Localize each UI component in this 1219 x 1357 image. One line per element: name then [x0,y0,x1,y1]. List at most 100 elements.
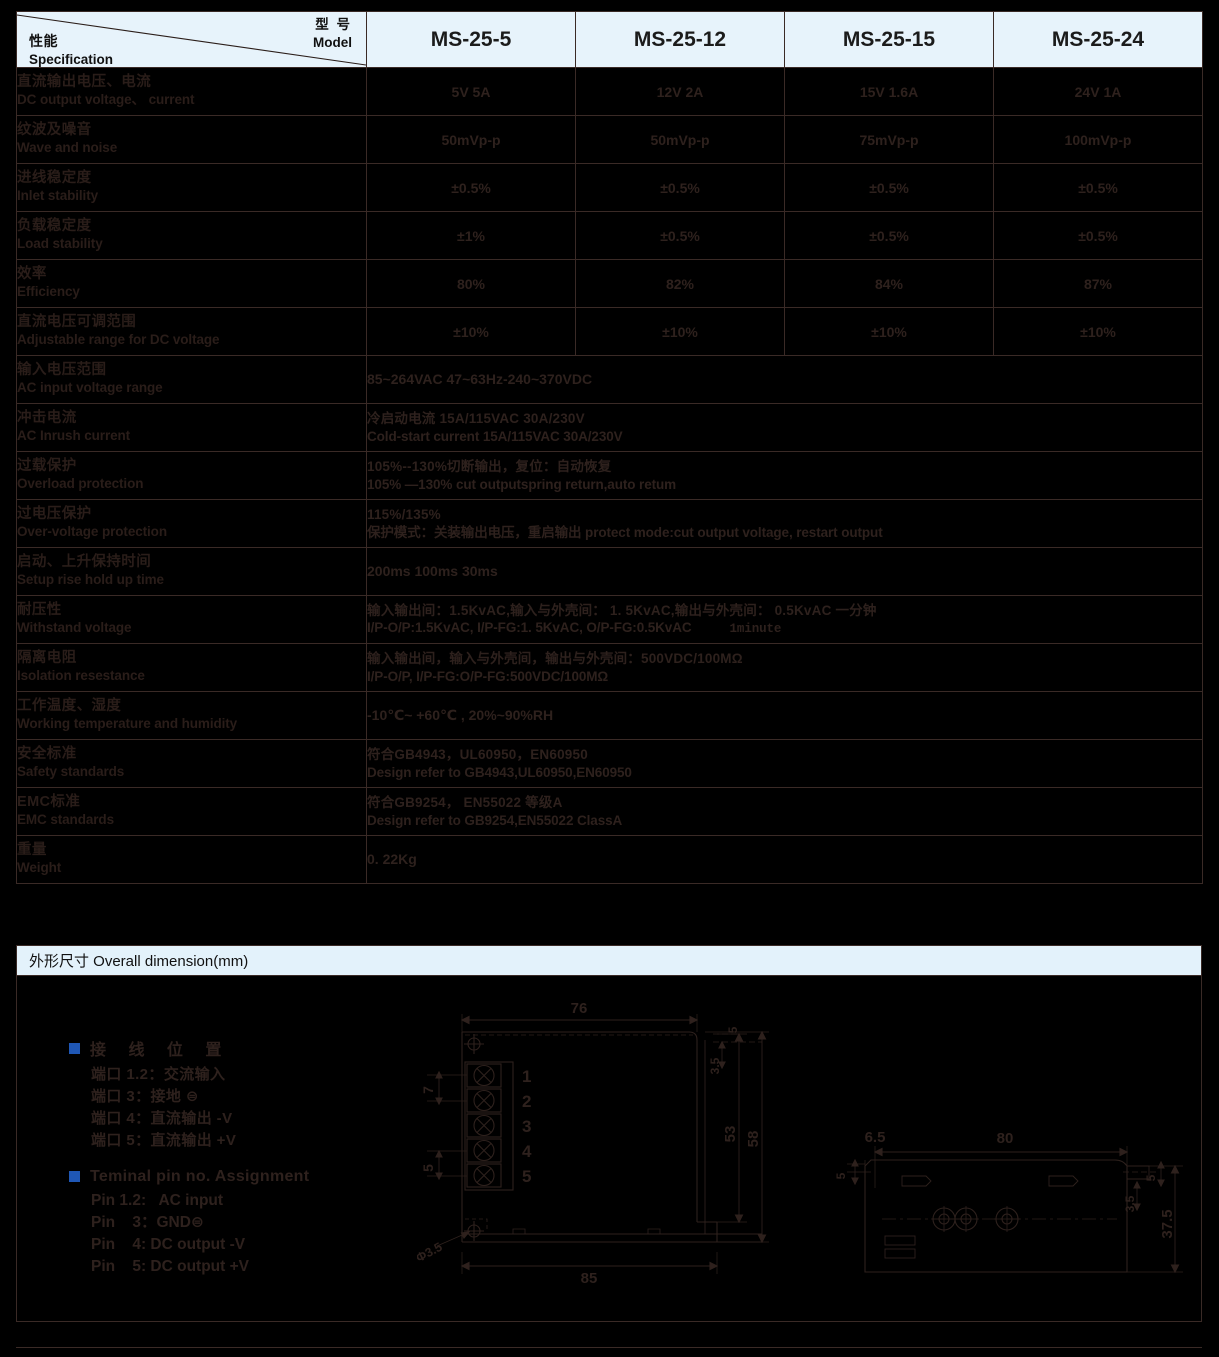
cell-value: 75mVp-p [784,115,994,164]
dim-width-top: 76 [571,1000,588,1017]
cell-value: 50mVp-p [575,115,785,164]
dim-width-bottom: 85 [581,1270,598,1287]
table-row: 启动、上升保持时间 Setup rise hold up time 200ms … [16,547,1203,596]
front-view-drawing: 76 85 53 58 3.5 5 7 5 Φ3.5 1 2 3 4 5 [417,1000,769,1287]
cell-value: ±10% [993,307,1203,356]
merged-cell: 200ms 100ms 30ms [366,547,1203,596]
merged-line-cn: 符合GB4943，UL60950，EN60950 [367,746,588,762]
row-label-en: Adjustable range for DC voltage [17,332,220,348]
dim-pin-pitch-bottom: 5 [420,1164,436,1172]
row-label: 效率 Efficiency [16,259,367,308]
merged-cell: 冷启动电流 15A/115VAC 30A/230V Cold-start cur… [366,403,1203,452]
row-label-cn: 输入电压范围 [17,362,107,379]
merged-cell: 85~264VAC 47~63Hz-240~370VDC [366,355,1203,404]
legend-row: Pin 3：GND⊜ [91,1213,204,1231]
table-row: 纹波及噪音 Wave and noise 50mVp-p 50mVp-p 75m… [16,115,1203,164]
specification-table-wrapper: 型 号 Model 性能 Specification MS-25-5 [16,11,1203,884]
legend-spacer [69,1152,309,1168]
table-row: 耐压性 Withstand voltage 输入输出间：1.5KvAC,输入与外… [16,595,1203,644]
specification-table: 型 号 Model 性能 Specification MS-25-5 [16,11,1203,884]
row-label: 耐压性 Withstand voltage [16,595,367,644]
row-label: 安全标准 Safety standards [16,739,367,788]
legend-row: 端口 5：直流输出 +V [91,1131,237,1149]
table-row: EMC标准 EMC standards 符合GB9254， EN55022 等级… [16,787,1203,836]
model-name: MS-25-24 [1051,27,1145,51]
row-label-cn: 启动、上升保持时间 [17,554,152,571]
row-label-en: Inlet stability [17,188,99,204]
merged-line-cn: 115%/135% [367,506,441,522]
cell-value: ±0.5% [575,163,785,212]
merged-line-en: I/P-O/P, I/P-FG:O/P-FG:500VDC/100MΩ [367,668,609,684]
terminal-number: 2 [522,1092,531,1111]
merged-line-cn: 105%--130%切断输出，复位：自动恢复 [367,458,612,474]
table-row: 重量 Weight 0. 22Kg [16,835,1203,884]
cell-value: ±10% [575,307,785,356]
square-bullet-icon [69,1171,80,1183]
table-row: 隔离电阻 Isolation resestance 输入输出间，输入与外壳间，输… [16,643,1203,692]
row-label-cn: 工作温度、湿度 [17,698,122,715]
model-name: MS-25-15 [842,27,936,51]
cell-value: ±1% [366,211,576,260]
row-label-en: AC Inrush current [17,428,131,444]
row-label: 隔离电阻 Isolation resestance [16,643,367,692]
cell-value: 87% [993,259,1203,308]
row-label: 工作温度、湿度 Working temperature and humidity [16,691,367,740]
table-row: 安全标准 Safety standards 符合GB4943，UL60950，E… [16,739,1203,788]
legend-en-title: Teminal pin no. Assignment [90,1167,310,1185]
dim-pin-pitch-top: 7 [420,1086,436,1094]
terminal-legend: 接 线 位 置 端口 1.2：交流输入 端口 3：接地 ⊜ 端口 4：直流输出 … [69,1036,309,1278]
dim-notch-top: 5 [726,1026,740,1033]
merged-line-en: I/P-O/P:1.5KvAC, I/P-FG:1. 5KvAC, O/P-FG… [367,619,1202,637]
model-column-header: MS-25-12 [575,11,785,68]
merged-cell: 输入输出间，输入与外壳间，输出与外壳间：500VDC/100MΩ I/P-O/P… [366,643,1203,692]
legend-cn-heading: 接 线 位 置 [69,1036,309,1060]
table-row: 负载稳定度 Load stability ±1% ±0.5% ±0.5% ±0.… [16,211,1203,260]
row-label-cn: 直流电压可调范围 [17,314,137,331]
row-label-cn: 过载保护 [17,458,77,475]
row-label-cn: 进线稳定度 [17,170,92,187]
model-name: MS-25-5 [430,27,512,51]
table-row: 工作温度、湿度 Working temperature and humidity… [16,691,1203,740]
row-label: 重量 Weight [16,835,367,884]
legend-row: 端口 1.2：交流输入 [91,1066,226,1083]
merged-cell: 符合GB9254， EN55022 等级A Design refer to GB… [366,787,1203,836]
dimension-panel-header: 外形尺寸 Overall dimension(mm) [17,946,1201,976]
merged-cell: -10℃~ +60℃ , 20%~90%RH [366,691,1203,740]
row-label: 进线稳定度 Inlet stability [16,163,367,212]
header-corner-cell: 型 号 Model 性能 Specification [16,11,367,68]
cell-value: 15V 1.6A [784,67,994,116]
cell-value: 80% [366,259,576,308]
merged-cell: 0. 22Kg [366,835,1203,884]
table-row: 进线稳定度 Inlet stability ±0.5% ±0.5% ±0.5% … [16,163,1203,212]
dim-tab-left: 5 [834,1172,848,1179]
merged-line: 200ms 100ms 30ms [367,563,498,580]
dimension-panel-body: 接 线 位 置 端口 1.2：交流输入 端口 3：接地 ⊜ 端口 4：直流输出 … [17,976,1201,1321]
merged-line: -10℃~ +60℃ , 20%~90%RH [367,707,554,724]
overall-dimension-panel: 外形尺寸 Overall dimension(mm) 接 线 位 置 端口 1.… [16,945,1202,1322]
merged-line-cn: 冷启动电流 15A/115VAC 30A/230V [367,410,585,426]
merged-line-cn: 符合GB9254， EN55022 等级A [367,794,563,810]
dim-length: 80 [997,1130,1014,1147]
square-bullet-icon [69,1042,80,1054]
row-label-en: EMC standards [17,812,114,828]
cell-value: ±0.5% [784,211,994,260]
merged-cell: 115%/135% 保护模式：关装输出电压，重启输出 protect mode:… [366,499,1203,548]
dim-side-height: 37.5 [1159,1209,1176,1238]
model-column-header: MS-25-15 [784,11,994,68]
row-label-en: Safety standards [17,764,125,780]
cell-value: 5V 5A [366,67,576,116]
merged-line: 85~264VAC 47~63Hz-240~370VDC [367,371,593,388]
legend-cn-title: 接 线 位 置 [90,1042,231,1059]
row-label-en: Over-voltage protection [17,524,167,540]
merged-line-minute: 1minute [729,622,782,637]
legend-row: Pin 5: DC output +V [91,1257,250,1275]
specification-table-body: 直流输出电压、电流 DC output voltage、 current 5V … [16,67,1203,884]
legend-row: Pin 1.2: AC input [91,1191,224,1209]
diagonal-divider-icon [17,14,366,66]
dim-height-outer: 58 [745,1131,762,1148]
legend-row: 端口 4：直流输出 -V [91,1109,233,1127]
cell-value: ±0.5% [366,163,576,212]
cell-value: ±0.5% [575,211,785,260]
row-label: 过载保护 Overload protection [16,451,367,500]
row-label-en: Efficiency [17,284,80,300]
